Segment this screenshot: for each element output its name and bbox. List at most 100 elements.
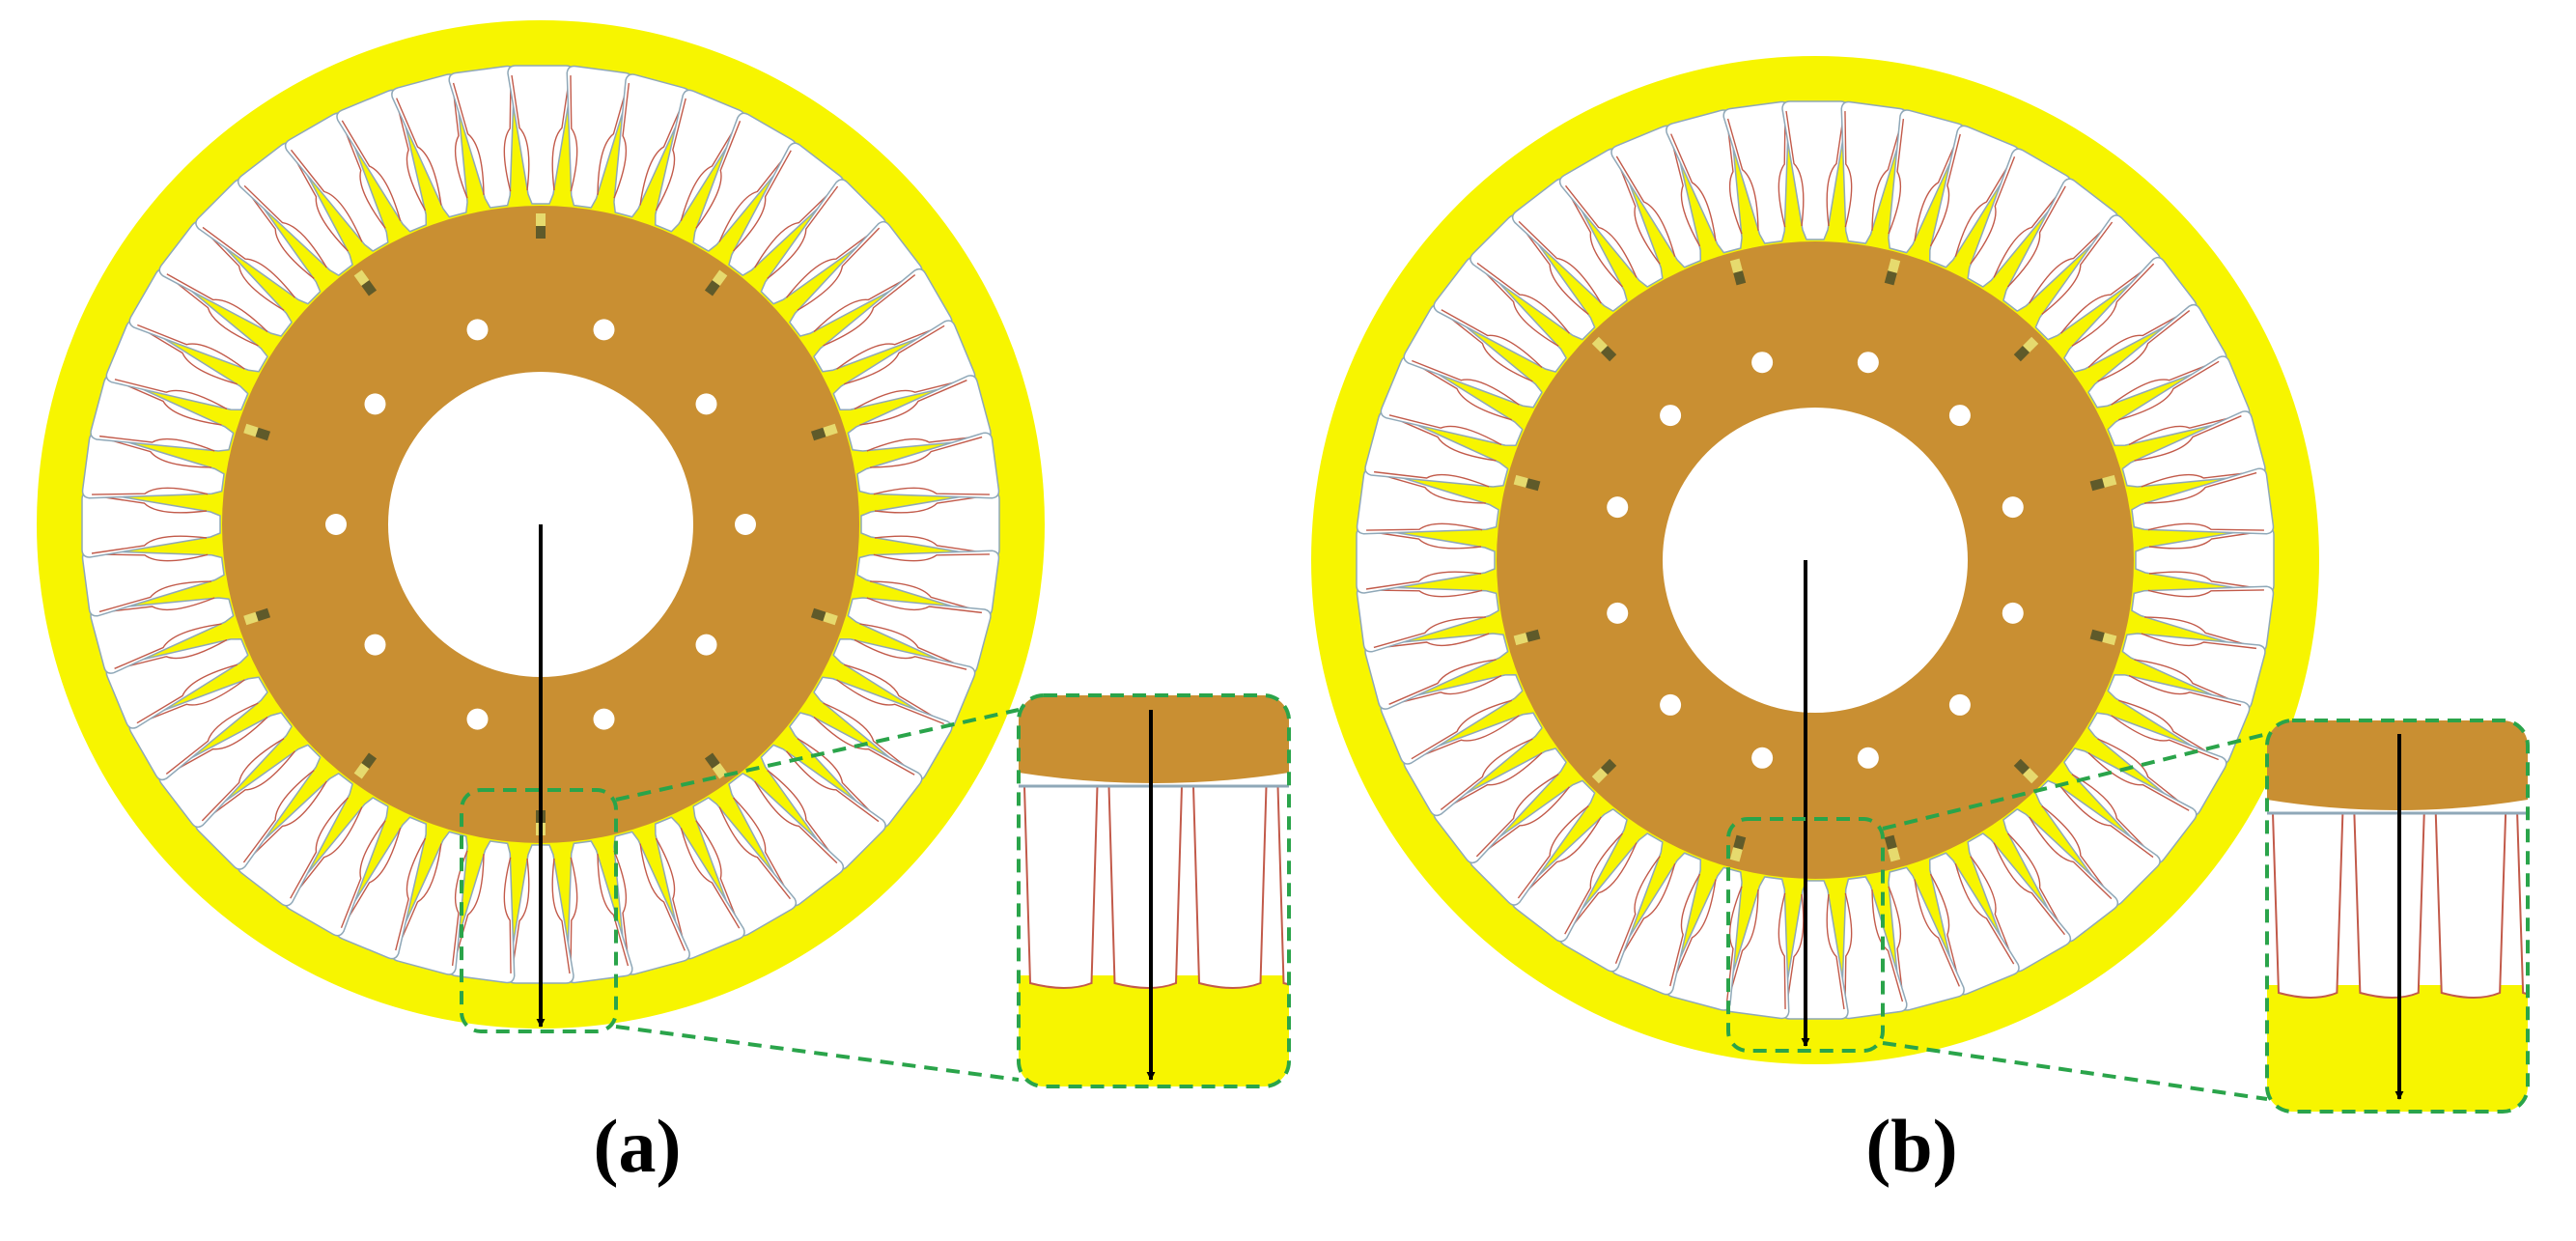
stator-slot	[1610, 125, 1702, 268]
stator-slot	[237, 773, 353, 907]
stator-slot	[760, 179, 886, 305]
stator-slot	[613, 73, 690, 218]
panel-b-caption: (b)	[1865, 1104, 1958, 1188]
rotor-hole	[593, 708, 615, 730]
stator-slot	[1928, 125, 2020, 268]
stator-slot	[2034, 779, 2161, 906]
rotor-hole	[1948, 405, 1971, 427]
stator-slot	[81, 550, 225, 617]
panel-a-caption: (a)	[593, 1104, 682, 1188]
stator-slot	[1511, 808, 1628, 943]
rotor-hole	[466, 319, 489, 341]
stator-slot	[2121, 410, 2266, 488]
rotor-magnet	[810, 423, 838, 441]
rotor-magnet	[243, 607, 271, 626]
stator-slot	[391, 831, 468, 975]
rotor-hole	[1948, 693, 1971, 716]
stator-slot	[1722, 100, 1790, 244]
rotor-magnet	[536, 213, 546, 239]
stator-slot	[1558, 832, 1664, 973]
rotor-hole	[2002, 496, 2024, 519]
stator-slot	[1356, 526, 1496, 594]
stator-slot	[2434, 812, 2507, 999]
rotor-magnet	[353, 752, 378, 779]
rotor-hole	[1607, 496, 1629, 519]
rotor-hole	[1660, 405, 1682, 427]
rotor-magnet	[2089, 629, 2117, 646]
stator-slot	[1356, 467, 1499, 535]
rotor-hole	[2002, 602, 2024, 624]
rotor-magnet	[1884, 834, 1901, 862]
rotor-hole	[1607, 602, 1629, 624]
rotor-magnet	[1591, 336, 1617, 362]
stator-slot	[1928, 852, 2020, 996]
rotor-hole	[364, 634, 386, 656]
rotor-hole	[1751, 352, 1774, 374]
callout-line-top	[615, 708, 1020, 802]
stator-slot	[507, 65, 574, 205]
stator-teeth	[81, 65, 1000, 984]
stator-slot	[832, 637, 976, 729]
stator-slot	[336, 89, 428, 233]
rotor-holes	[325, 319, 756, 730]
rotor-hole	[1857, 352, 1879, 374]
stator-slot	[90, 597, 235, 674]
rotor-hole	[364, 393, 386, 415]
stator-slot	[336, 816, 428, 960]
rotor-hole	[735, 514, 756, 535]
stator-slot	[1403, 303, 1543, 409]
stator-slot	[90, 375, 235, 452]
rotor-magnet	[2013, 758, 2039, 784]
stator-slot	[566, 65, 633, 209]
callout-line-bottom	[1882, 1041, 2268, 1101]
rotor-hole	[593, 319, 615, 341]
stator-slot	[2107, 673, 2251, 765]
rotor-magnet	[243, 423, 271, 441]
rotor-magnet	[2089, 474, 2117, 492]
stator-slot	[2131, 467, 2275, 535]
stator-slot	[654, 816, 745, 960]
rotor-magnets	[243, 213, 838, 835]
rotor-magnet	[1884, 258, 1901, 286]
stator-slot	[1276, 785, 1289, 989]
stator-slot	[1781, 880, 1849, 1020]
callout-box	[1726, 817, 1885, 1053]
stator-slot	[856, 432, 1000, 499]
stator-slot	[2271, 812, 2344, 999]
rotor-hole	[325, 514, 347, 535]
stator-slot	[1840, 100, 1908, 244]
rotor-hole	[695, 634, 717, 656]
panel-b	[1311, 56, 2530, 1114]
rotor-magnet	[1513, 474, 1541, 492]
callout-line-bottom	[615, 1025, 1020, 1082]
rotor-hole	[1751, 747, 1774, 769]
stator-slot	[2516, 812, 2528, 999]
rotor-magnet	[1729, 258, 1747, 286]
callout-box	[460, 788, 618, 1033]
shaft-bore	[1663, 408, 1968, 713]
rotor-hole	[695, 393, 717, 415]
stator-slot	[789, 220, 923, 337]
stator-slot	[2121, 633, 2266, 710]
rotor-magnet	[1591, 758, 1617, 784]
rotor-magnet	[704, 269, 728, 296]
stator-slot	[1380, 355, 1524, 447]
rotor-holes	[1607, 352, 2024, 769]
rotor-magnet	[810, 607, 838, 626]
rotor-hole	[466, 708, 489, 730]
stator-teeth	[1356, 100, 2275, 1020]
rotor-magnet	[704, 752, 728, 779]
stator-slot	[1191, 785, 1268, 989]
rotor-magnet	[1513, 629, 1541, 646]
stator-slot	[1107, 785, 1184, 989]
rotor-magnets	[1513, 258, 2117, 862]
rotor-magnet	[1729, 834, 1747, 862]
stator-slot	[128, 676, 268, 781]
stator-slot	[81, 491, 221, 558]
panel-a	[37, 20, 1291, 1088]
rotor-hole	[1857, 747, 1879, 769]
stator-slot	[1022, 785, 1099, 989]
rotor-magnet	[353, 269, 378, 296]
stator-slot	[847, 375, 992, 452]
